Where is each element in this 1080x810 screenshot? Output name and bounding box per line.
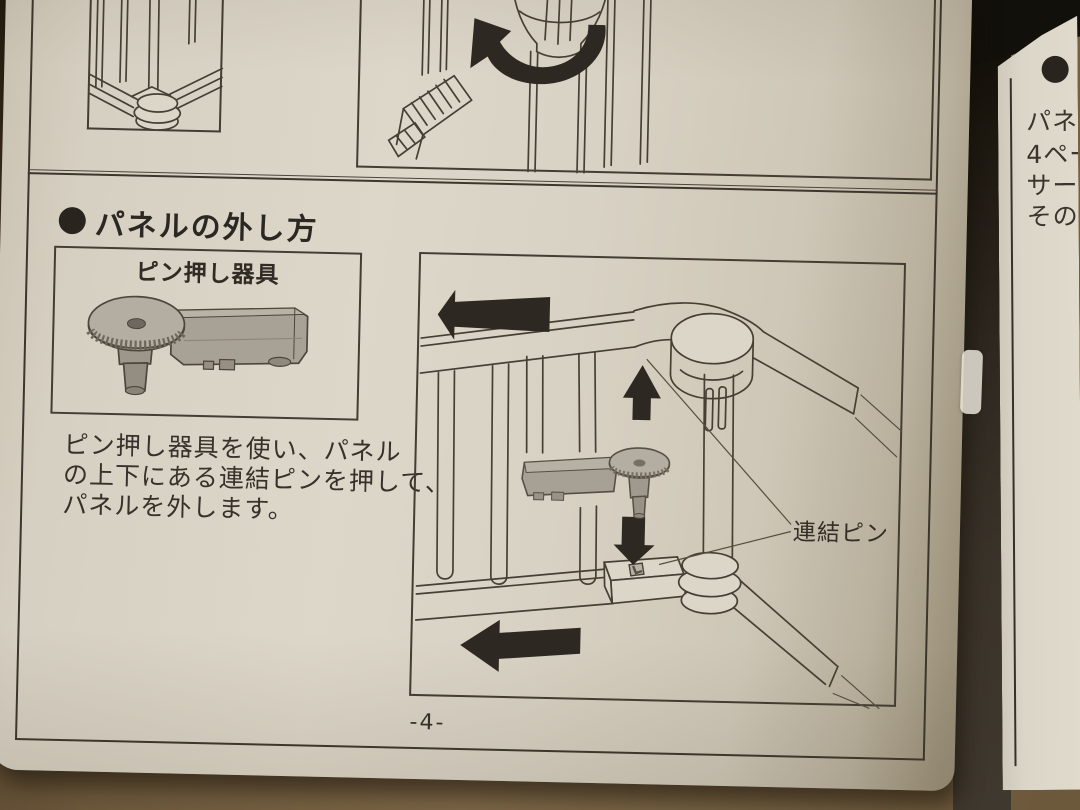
- knob-cap: [511, 0, 610, 59]
- corner-foot: [133, 93, 182, 131]
- hatched-rail: [387, 74, 473, 160]
- slide-left-arrow-top-icon: [437, 289, 551, 340]
- knob-turn-illustration: [387, 0, 653, 174]
- panel-removal-illustration: [414, 289, 902, 710]
- fence-wires: [94, 0, 198, 89]
- figure-box-pin-tool: [50, 245, 363, 421]
- tool-body: [169, 307, 309, 371]
- tape-scrap: [959, 349, 984, 415]
- pin-tool-caption: ピン押し器具: [135, 259, 280, 289]
- right-upper-rail: [751, 330, 902, 458]
- corner-post: [147, 0, 161, 94]
- instruction-paragraph: ピン押し器具を使い、パネル の上下にある連結ピンを押して、 パネルを外します。: [62, 430, 452, 529]
- fence-corner-illustration: [88, 0, 224, 131]
- manual-page: パネルの外し方 ピン: [0, 0, 972, 791]
- adjacent-page-line-4: その: [1026, 201, 1079, 232]
- page-number: -4-: [409, 709, 446, 736]
- slide-left-arrow-bottom-icon: [460, 619, 581, 672]
- bottom-rail: [414, 568, 615, 621]
- figure-box-panel-removal: [409, 251, 907, 710]
- pin-tool-in-use: [521, 447, 671, 520]
- bottom-corner-joint: [677, 551, 742, 615]
- tool-disc: [86, 295, 187, 352]
- figure-box-corner-foot: [86, 0, 225, 133]
- figure-box-knob-turn: [356, 0, 937, 181]
- pin-tool-illustration: [86, 295, 309, 396]
- pin-housing-block: [602, 556, 687, 605]
- right-lower-rail: [722, 578, 880, 710]
- connecting-pin-label: 連結ピン: [792, 519, 890, 548]
- push-down-arrow-icon: [613, 516, 655, 565]
- adjacent-page: パネ 4ペー サー その: [997, 16, 1080, 791]
- fence-wires: [436, 351, 598, 585]
- callout-leader-lines: [646, 358, 792, 566]
- section-title: パネルの外し方: [94, 207, 320, 248]
- right-posts: [603, 0, 653, 169]
- adjacent-page-line-1: パネ: [1025, 106, 1079, 137]
- adjacent-page-bullet-icon: [1042, 56, 1069, 83]
- rotate-arrow-icon: [470, 18, 606, 85]
- adjacent-page-border: [1010, 78, 1017, 766]
- top-corner-joint: [633, 302, 765, 559]
- left-posts: [421, 0, 450, 76]
- push-up-arrow-icon: [622, 365, 661, 421]
